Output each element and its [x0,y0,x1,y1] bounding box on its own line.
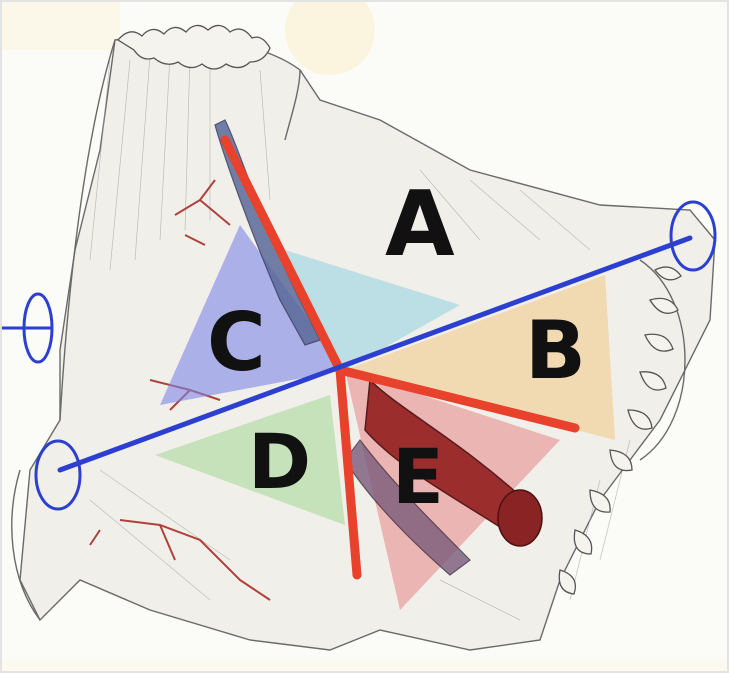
region-a-label: A [385,172,455,277]
region-d-label: D [248,417,311,506]
region-c-label: C [207,296,266,389]
region-b-label: B [525,304,586,397]
region-e-label: E [392,432,444,521]
